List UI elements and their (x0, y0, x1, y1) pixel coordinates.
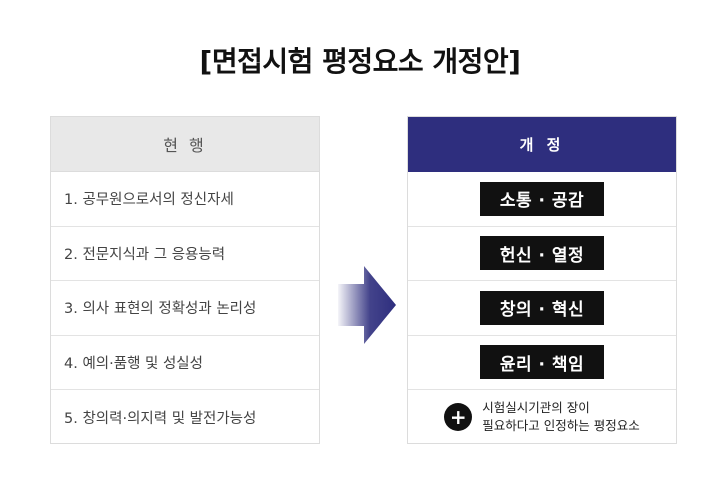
current-item: 5. 창의력·의지력 및 발전가능성 (64, 410, 257, 427)
revised-note-row: + 시험실시기관의 장이 필요하다고 인정하는 평정요소 (408, 390, 676, 445)
revised-item-label: 창의 · 혁신 (480, 290, 604, 325)
current-item: 1. 공무원으로서의 정신자세 (51, 172, 319, 227)
current-item: 3. 의사 표현의 정확성과 논리성 (51, 281, 319, 336)
revised-table: 개 정 소통 · 공감 헌신 · 열정 창의 · 혁신 윤리 · 책임 + 시험… (407, 116, 677, 444)
revised-note: + 시험실시기관의 장이 필요하다고 인정하는 평정요소 (444, 399, 640, 435)
revised-item-label: 헌신 · 열정 (480, 236, 604, 271)
current-item: 2. 전문지식과 그 응용능력 (51, 227, 319, 281)
revised-item: 창의 · 혁신 (408, 281, 676, 336)
current-header: 현 행 (51, 117, 319, 172)
current-item: 4. 예의·품행 및 성실성 (51, 336, 319, 390)
plus-icon: + (444, 403, 473, 432)
note-text: 시험실시기관의 장이 필요하다고 인정하는 평정요소 (482, 399, 639, 435)
revised-item: 소통 · 공감 (408, 172, 676, 227)
revised-item: 윤리 · 책임 (408, 336, 676, 390)
right-arrow-icon (338, 266, 396, 344)
revised-item-label: 윤리 · 책임 (480, 345, 604, 380)
current-table: 현 행 1. 공무원으로서의 정신자세 2. 전문지식과 그 응용능력 3. 의… (50, 116, 320, 444)
revised-item-label: 소통 · 공감 (480, 181, 604, 216)
page-title: [면접시험 평정요소 개정안] (199, 45, 521, 78)
revised-item: 헌신 · 열정 (408, 227, 676, 281)
revised-header: 개 정 (408, 117, 676, 172)
note-line-2: 필요하다고 인정하는 평정요소 (482, 418, 640, 434)
note-line-1: 시험실시기관의 장이 (482, 400, 590, 416)
